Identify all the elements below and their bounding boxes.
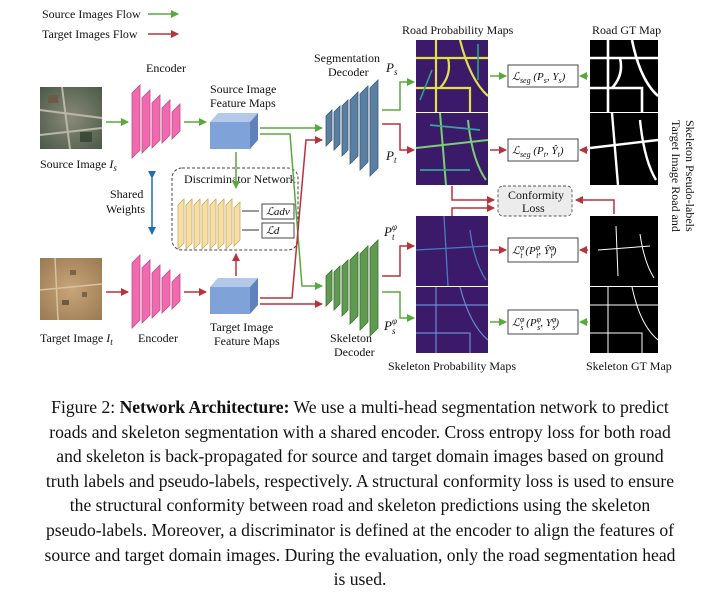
source-features-line1: Source Image — [210, 82, 276, 96]
arrow-target-to-seg-decoder — [260, 136, 323, 299]
arrow-pt-to-conformity — [451, 186, 495, 204]
loss-d-label: ℒd — [266, 225, 280, 237]
road-pseudo-label-map — [589, 112, 659, 186]
caption-prefix: Figure 2: — [51, 397, 120, 417]
skel-gt-label: Skeleton GT Map — [586, 359, 672, 373]
segmentation-decoder — [325, 79, 379, 177]
skel-prob-map-source — [416, 286, 489, 353]
source-features-line2: Feature Maps — [210, 96, 276, 110]
conformity-line2: Loss — [522, 201, 545, 215]
pt-label: Pt — [385, 148, 397, 165]
encoder-bottom-label: Encoder — [138, 331, 178, 345]
target-image-label: Target Image — [40, 331, 103, 345]
shared-weights-line2: Weights — [106, 202, 145, 216]
arrow-skel-to-ps-phi — [382, 291, 415, 322]
road-prob-map-source — [416, 39, 489, 112]
svg-text:Target Image It: Target Image It — [40, 331, 113, 347]
loss-seg-target: ℒseg (Pt, Ŷt) — [512, 145, 564, 159]
source-image-subscript: s — [113, 163, 117, 173]
legend-target-text: Target Images Flow — [42, 27, 138, 41]
target-features-line2: Feature Maps — [214, 334, 280, 348]
skeleton-gt-map — [590, 286, 659, 353]
discriminator-label: Discriminator Network — [184, 172, 296, 186]
target-features-line1: Target Image — [210, 320, 273, 334]
skel-decoder-line1: Skeleton — [330, 331, 372, 345]
target-image-symbol: I — [105, 331, 111, 345]
arrow-seg-to-ps — [382, 78, 415, 111]
seg-decoder-line2: Decoder — [328, 65, 369, 79]
conformity-loss-box — [497, 185, 573, 217]
legend-source-text: Source Images Flow — [42, 7, 141, 21]
road-prob-label: Road Probability Maps — [402, 23, 514, 37]
shared-weights-line1: Shared — [110, 187, 143, 201]
arrow-pt-phi-to-conformity — [451, 204, 495, 216]
arrow-source-to-skel-decoder — [260, 133, 323, 290]
target-feature-maps — [210, 278, 258, 314]
caption-text: We use a multi-head segmentation network… — [44, 397, 676, 590]
loss-adv-box — [261, 203, 295, 220]
discriminator-blocks — [177, 198, 241, 250]
vertical-label-line1: Target Image Road and — [669, 120, 683, 232]
discriminator-box — [171, 167, 299, 251]
vertical-label-line2: Skeleton Pseudo-labels — [683, 120, 697, 232]
encoder-bottom — [131, 254, 181, 329]
source-image-symbol: I — [108, 157, 114, 171]
encoder-top — [131, 84, 181, 159]
conformity-line1: Conformity — [508, 188, 564, 202]
arrow-seg-to-pt — [382, 123, 415, 154]
road-gt-map — [590, 39, 659, 112]
skel-decoder-line2: Decoder — [334, 345, 375, 359]
loss-skel-target-box — [507, 237, 579, 263]
source-feature-maps — [210, 113, 258, 149]
architecture-diagram: Source Images Flow Target Images Flow So… — [39, 7, 697, 373]
target-image-subscript: t — [110, 337, 113, 347]
svg-text:Source Image Is: Source Image Is — [40, 157, 117, 173]
road-prob-map-target — [415, 112, 489, 186]
source-image — [39, 86, 103, 150]
road-gt-label: Road GT Map — [592, 23, 661, 37]
arrow-skel-to-pt-phi — [382, 242, 415, 277]
arrow-pseudo-to-conformity — [575, 196, 615, 214]
loss-adv-label: ℒadv — [266, 206, 290, 218]
source-image-label: Source Image — [40, 157, 106, 171]
caption-bold: Network Architecture: — [119, 397, 290, 417]
loss-skel-source-box — [507, 309, 579, 335]
loss-seg-target-box — [507, 138, 579, 162]
loss-d-box — [261, 222, 295, 239]
encoder-top-label: Encoder — [146, 61, 186, 75]
seg-decoder-line1: Segmentation — [314, 51, 380, 65]
skeleton-pseudo-label-map — [590, 216, 658, 286]
target-image — [39, 257, 103, 321]
skeleton-decoder — [325, 239, 379, 337]
skel-prob-map-target — [415, 215, 489, 287]
legend: Source Images Flow Target Images Flow — [42, 7, 179, 41]
ps-label: Ps — [385, 60, 398, 77]
skel-prob-label: Skeleton Probability Maps — [388, 359, 516, 373]
figure-caption: Figure 2: Network Architecture: We use a… — [42, 395, 678, 592]
loss-seg-source-box — [507, 64, 579, 88]
